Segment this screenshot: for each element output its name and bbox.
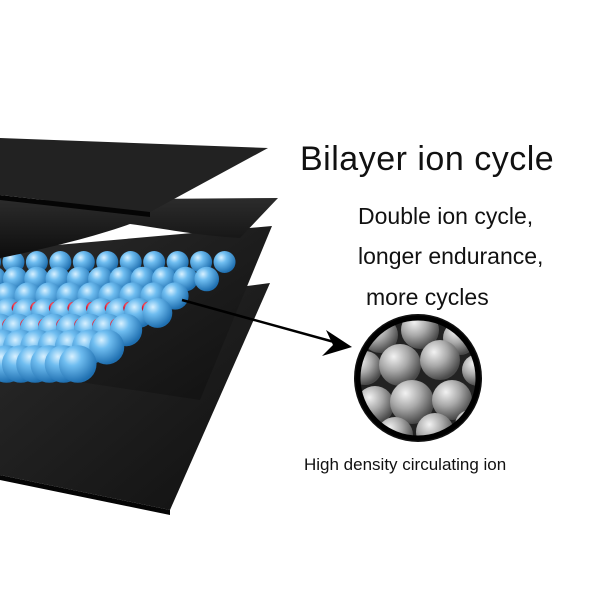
zoom-pointer-arrow xyxy=(181,298,352,356)
blue-ion xyxy=(213,251,236,273)
blue-ion xyxy=(194,266,220,292)
gray-ion xyxy=(462,354,478,386)
blue-ion xyxy=(143,251,166,273)
bottom-sheet-edge xyxy=(0,475,170,515)
blue-ion xyxy=(0,257,1,267)
gray-ion xyxy=(432,380,472,420)
top-sheet-edge xyxy=(0,195,150,217)
blue-ion xyxy=(89,329,125,365)
gray-ion xyxy=(379,344,421,386)
ion-layer xyxy=(0,251,236,383)
blue-ion xyxy=(142,298,173,328)
caption: High density circulating ion xyxy=(304,455,507,474)
blue-ion xyxy=(25,251,48,273)
gray-ion xyxy=(416,413,454,438)
curved-flap-sheet xyxy=(0,198,278,258)
description-line-2: longer endurance, xyxy=(358,243,544,269)
blue-ion xyxy=(58,345,97,383)
headline: Bilayer ion cycle xyxy=(300,140,555,178)
zoom-magnifier xyxy=(354,314,482,442)
gray-ion xyxy=(420,340,460,380)
gray-ion xyxy=(358,351,382,385)
gray-ion xyxy=(390,380,434,424)
description-line-3: more cycles xyxy=(366,284,489,310)
top-sheet xyxy=(0,138,268,212)
description-line-1: Double ion cycle, xyxy=(358,203,534,229)
